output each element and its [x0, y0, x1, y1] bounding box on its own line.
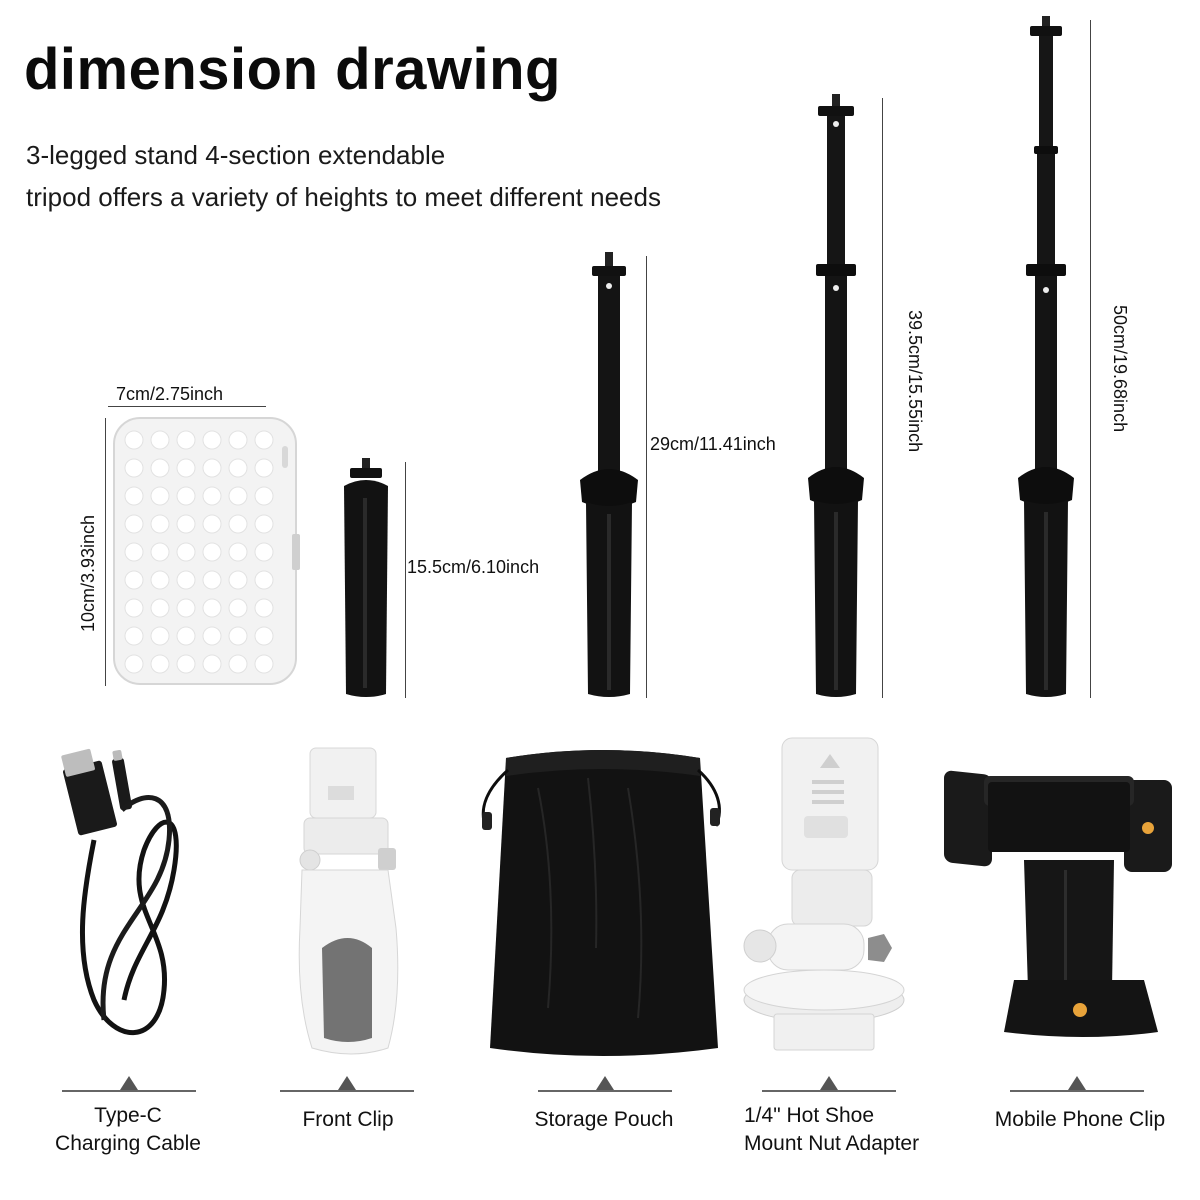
pouch-marker-icon [596, 1076, 614, 1090]
led-dot [202, 626, 222, 646]
led-dot [254, 626, 274, 646]
tripod-4-height-line [1090, 20, 1091, 698]
led-dot [124, 626, 144, 646]
led-dot [228, 654, 248, 674]
led-dot [150, 430, 170, 450]
phone-clip-label: Mobile Phone Clip [994, 1108, 1166, 1131]
led-dot [228, 514, 248, 534]
tripod-2-height-label: 29cm/11.41inch [650, 434, 776, 454]
led-dot [124, 542, 144, 562]
led-dot [254, 458, 274, 478]
led-dot [202, 486, 222, 506]
led-dot [150, 626, 170, 646]
usb-cable-icon [61, 748, 179, 1036]
led-light-panel-icon [113, 417, 300, 685]
tripod-2-height-line [646, 256, 647, 698]
led-dot [124, 430, 144, 450]
led-dot [202, 598, 222, 618]
subtitle-line-1: 3-legged stand 4-section extendable [26, 140, 446, 170]
led-dot [176, 570, 196, 590]
tripod-1-height-line [405, 462, 406, 698]
cable-marker-icon [120, 1076, 138, 1090]
led-dot [124, 654, 144, 674]
front-clip-baseline [280, 1090, 414, 1092]
led-dot [176, 430, 196, 450]
tripod-3-height-line [882, 98, 883, 698]
phone-clip-marker-icon [1068, 1076, 1086, 1090]
hot-shoe-label-line-1: 1/4" Hot Shoe [744, 1104, 875, 1127]
tripod-3-height-label: 39.5cm/15.55inch [905, 310, 925, 453]
led-dot [124, 458, 144, 478]
led-dot [124, 570, 144, 590]
led-dot [254, 430, 274, 450]
led-dot [150, 598, 170, 618]
cable-label: Type-C Charging Cable [40, 1102, 216, 1158]
front-clip-label: Front Clip [302, 1108, 394, 1131]
led-dot [176, 514, 196, 534]
led-dot [202, 514, 222, 534]
tripod-4-height-label: 50cm/19.68inch [1110, 305, 1130, 433]
led-dot [124, 486, 144, 506]
front-clip-icon [298, 747, 399, 1055]
light-width-line [108, 406, 266, 407]
led-dot [254, 570, 274, 590]
led-dot [254, 654, 274, 674]
led-dot [228, 542, 248, 562]
led-dot [228, 626, 248, 646]
led-dot [176, 458, 196, 478]
led-dot [228, 430, 248, 450]
light-height-label: 10cm/3.93inch [78, 514, 98, 632]
hot-shoe-label: 1/4" Hot Shoe Mount Nut Adapter [744, 1102, 946, 1158]
hot-shoe-marker-icon [820, 1076, 838, 1090]
led-dot [202, 430, 222, 450]
tripod-short-icon [344, 458, 388, 697]
led-dot [254, 486, 274, 506]
pouch-icon [481, 750, 721, 1056]
led-dot [228, 486, 248, 506]
subtitle-line-2: tripod offers a variety of heights to me… [26, 182, 661, 212]
led-dot [228, 598, 248, 618]
led-dot [202, 570, 222, 590]
led-dot [150, 654, 170, 674]
cable-label-line-2: Charging Cable [55, 1132, 201, 1155]
phone-clip-baseline [1010, 1090, 1144, 1092]
pouch-label: Storage Pouch [534, 1108, 674, 1131]
led-dot [176, 626, 196, 646]
led-dot [150, 542, 170, 562]
cable-label-line-1: Type-C [94, 1104, 162, 1127]
phone-clip-icon [944, 770, 1172, 1037]
led-dot [150, 486, 170, 506]
light-width-label: 7cm/2.75inch [116, 384, 224, 404]
led-dot [202, 654, 222, 674]
led-dot [254, 542, 274, 562]
led-dot [176, 542, 196, 562]
tripod-two-section-icon [580, 252, 638, 697]
led-dot [202, 458, 222, 478]
led-dot [228, 570, 248, 590]
led-dot [202, 542, 222, 562]
tripod-three-section-icon [808, 94, 864, 697]
led-dot [150, 514, 170, 534]
led-dot [176, 654, 196, 674]
page-title: dimension drawing [24, 37, 561, 102]
pouch-baseline [538, 1090, 672, 1092]
hot-shoe-label-line-2: Mount Nut Adapter [744, 1132, 920, 1155]
hot-shoe-adapter-icon [743, 737, 905, 1051]
led-dot [124, 598, 144, 618]
hot-shoe-baseline [762, 1090, 896, 1092]
led-dot [124, 514, 144, 534]
led-dot [176, 486, 196, 506]
light-height-line [105, 418, 106, 686]
led-dot [150, 458, 170, 478]
tripod-four-section-icon [1018, 16, 1074, 697]
led-dot [228, 458, 248, 478]
tripod-1-height-label: 15.5cm/6.10inch [407, 557, 540, 577]
led-dot [254, 514, 274, 534]
cable-baseline [62, 1090, 196, 1092]
led-dot [176, 598, 196, 618]
led-dot [254, 598, 274, 618]
front-clip-marker-icon [338, 1076, 356, 1090]
led-dot [150, 570, 170, 590]
